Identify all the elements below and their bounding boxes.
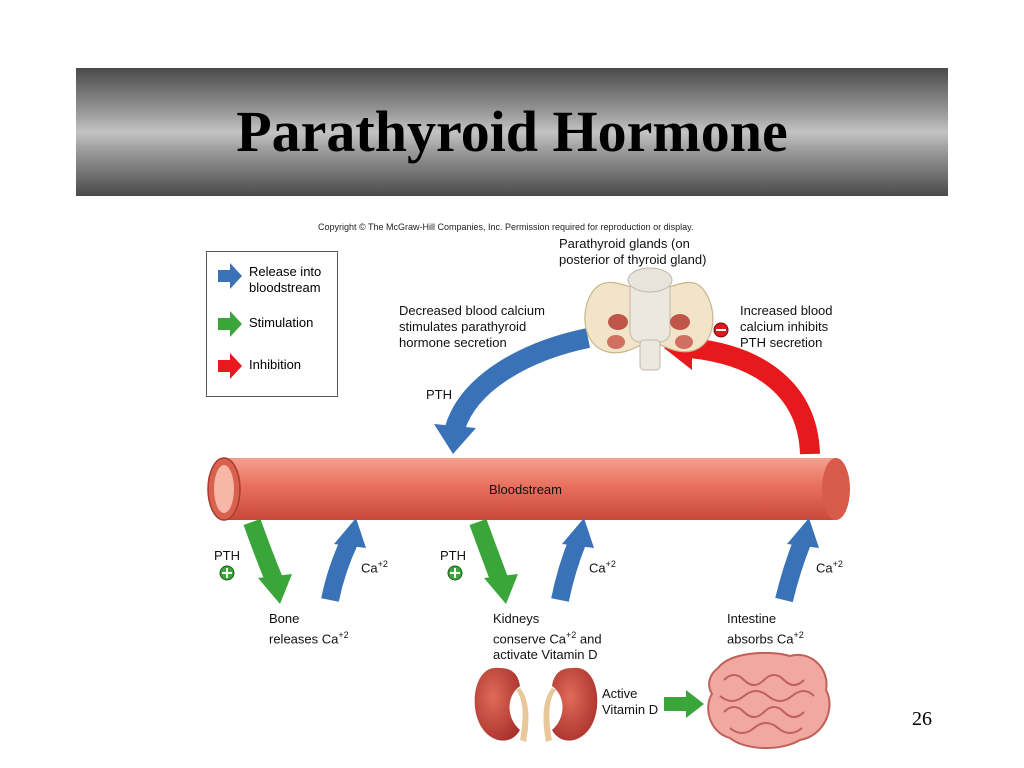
pth-kidney-label: PTH — [440, 548, 466, 563]
pth-to-bone-arrow — [243, 518, 284, 586]
label-line: PTH secretion — [740, 335, 823, 350]
slide-title: Parathyroid Hormone — [236, 99, 788, 164]
inhibition-arrow — [688, 338, 820, 455]
vitamin-d-arrow — [664, 697, 686, 711]
label-line: posterior of thyroid gland) — [559, 252, 707, 267]
red-arrow-icon — [218, 353, 242, 379]
charge-text: +2 — [377, 559, 388, 569]
label-line: absorbs Ca — [727, 631, 794, 647]
thyroid-gland-illustration — [584, 267, 714, 371]
legend-label: Inhibition — [249, 357, 302, 372]
pth-top-label: PTH — [426, 387, 452, 402]
label-line: and — [576, 631, 602, 647]
ca-text: Ca — [589, 560, 606, 576]
bone-calcium-arrow — [321, 536, 359, 602]
charge-text: +2 — [338, 630, 349, 640]
intestine-label: Intestine absorbs Ca+2 — [727, 611, 804, 647]
blue-arrow-icon — [218, 263, 242, 289]
charge-text: +2 — [605, 559, 616, 569]
kidneys-label: Kidneys conserve Ca+2 and activate Vitam… — [493, 611, 602, 663]
bone-label: Bone releases Ca+2 — [269, 611, 349, 647]
parathyroid-glands-label: Parathyroid glands (on posterior of thyr… — [559, 236, 706, 268]
intestine-calcium-arrow — [775, 536, 812, 603]
ca-text: Ca — [361, 560, 378, 576]
charge-text: +2 — [793, 630, 804, 640]
title-bar: Parathyroid Hormone — [76, 68, 948, 196]
ca-kidney-label: Ca+2 — [589, 556, 616, 576]
legend-item-stimulation: Stimulation — [217, 310, 313, 338]
label-line: stimulates parathyroid — [399, 319, 527, 334]
kidneys-illustration — [474, 667, 598, 742]
pth-bone-label: PTH — [214, 548, 240, 563]
pth-to-kidney-arrow — [469, 518, 509, 585]
label-line: conserve Ca — [493, 631, 566, 647]
label-line: Kidneys — [493, 611, 540, 626]
label-line: Bone — [269, 611, 300, 626]
label-line: Decreased blood calcium — [399, 303, 545, 318]
label-line: releases Ca — [269, 631, 339, 647]
legend-label: Release into — [249, 264, 322, 279]
bloodstream-vessel — [207, 457, 850, 521]
green-arrow-icon — [218, 311, 242, 337]
kidney-calcium-arrow — [551, 536, 587, 602]
legend-label: bloodstream — [249, 280, 321, 295]
ca-intestine-label: Ca+2 — [816, 556, 843, 576]
page-number: 26 — [912, 708, 932, 730]
label-line: Increased blood — [740, 303, 833, 318]
copyright-notice: Copyright © The McGraw-Hill Companies, I… — [318, 222, 694, 232]
charge-text: +2 — [832, 559, 843, 569]
ca-bone-label: Ca+2 — [361, 556, 388, 576]
label-line: Active — [602, 686, 638, 701]
intestine-illustration — [707, 651, 831, 750]
pth-release-arrow — [445, 328, 591, 432]
label-line: Intestine — [727, 611, 777, 626]
label-line: Parathyroid glands (on — [559, 236, 690, 251]
label-line: activate Vitamin D — [493, 647, 598, 663]
label-line: calcium inhibits — [740, 319, 829, 334]
label-line: hormone secretion — [399, 335, 507, 350]
charge-text: +2 — [565, 630, 577, 640]
bloodstream-label: Bloodstream — [489, 482, 562, 497]
increased-calcium-label: Increased blood calcium inhibits PTH sec… — [740, 303, 833, 351]
pth-release-arrowhead — [434, 424, 476, 454]
active-vitamin-d-label: Active Vitamin D — [602, 686, 658, 718]
legend-item-inhibition: Inhibition — [217, 352, 301, 380]
legend-label: Stimulation — [249, 315, 314, 330]
decreased-calcium-label: Decreased blood calcium stimulates parat… — [399, 303, 545, 351]
label-line: Vitamin D — [602, 702, 659, 717]
ca-text: Ca — [816, 560, 833, 576]
